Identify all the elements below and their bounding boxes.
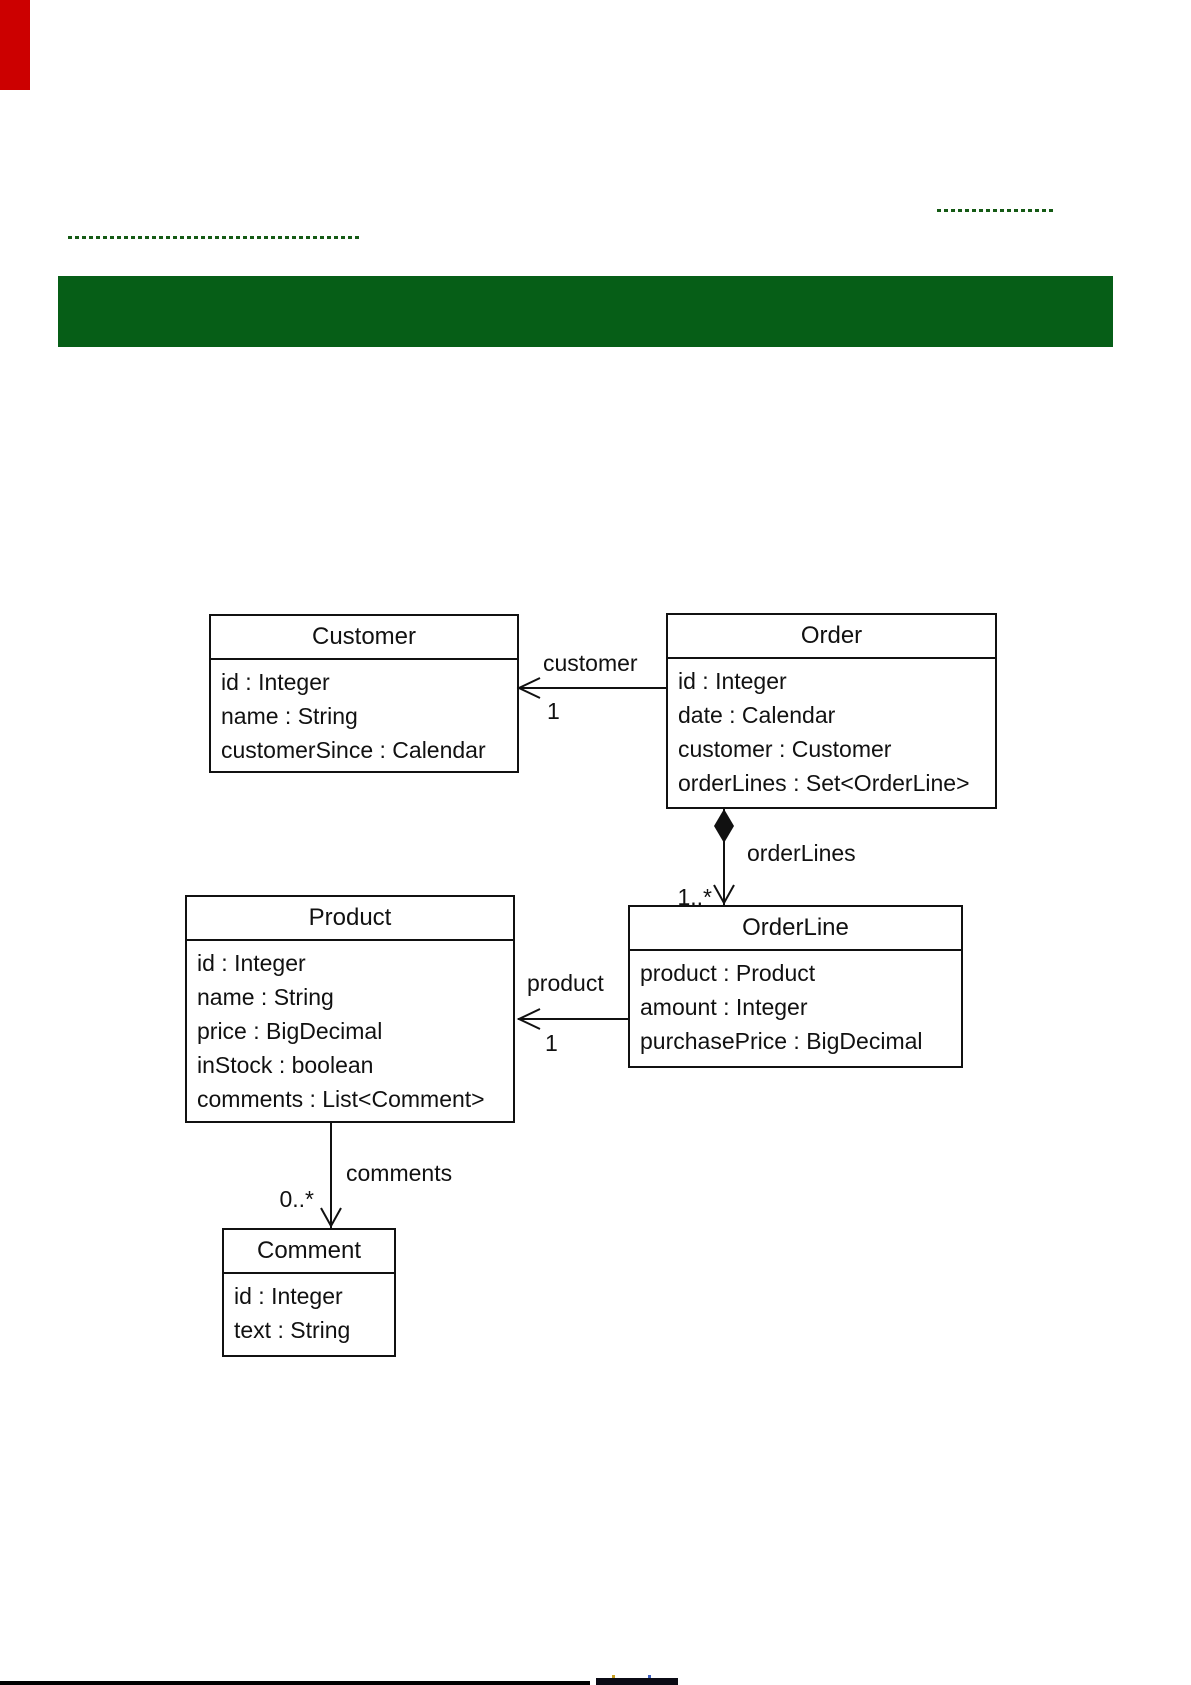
class-attributes: id : Integer name : String price : BigDe…	[187, 941, 513, 1120]
association-label: customer	[543, 650, 638, 676]
dashed-link-underline-left	[68, 236, 360, 239]
open-arrowhead-down-icon	[713, 884, 735, 906]
class-attribute: comments : List<Comment>	[197, 1086, 485, 1112]
class-attribute: name : String	[197, 984, 334, 1010]
class-attribute: purchasePrice : BigDecimal	[640, 1028, 923, 1054]
class-attribute: product : Product	[640, 960, 816, 986]
class-attributes: id : Integer date : Calendar customer : …	[668, 659, 995, 804]
open-arrowhead-icon	[516, 1008, 541, 1030]
dashed-link-underline-right	[937, 209, 1053, 212]
class-title: Product	[187, 897, 513, 941]
class-attribute: customerSince : Calendar	[221, 737, 486, 763]
bottom-rule-left	[0, 1681, 590, 1685]
association-line-comments	[330, 1123, 332, 1228]
association-multiplicity: 0..*	[279, 1186, 314, 1212]
class-attribute: id : Integer	[678, 668, 787, 694]
class-attribute: customer : Customer	[678, 736, 892, 762]
association-label: product	[527, 970, 604, 996]
uml-class-orderline: OrderLine product : Product amount : Int…	[628, 905, 963, 1068]
class-title: Comment	[224, 1230, 394, 1274]
class-attribute: orderLines : Set<OrderLine>	[678, 770, 970, 796]
association-multiplicity: 1	[545, 1030, 558, 1056]
class-attributes: id : Integer name : String customerSince…	[211, 660, 517, 771]
open-arrowhead-icon	[516, 677, 541, 699]
class-attribute: id : Integer	[197, 950, 306, 976]
class-attribute: inStock : boolean	[197, 1052, 374, 1078]
uml-class-customer: Customer id : Integer name : String cust…	[209, 614, 519, 773]
open-arrowhead-down-icon	[320, 1207, 342, 1229]
section-heading-banner	[58, 276, 1113, 347]
association-line-orderlines	[723, 809, 725, 905]
bottom-pixel-artifact	[648, 1675, 651, 1678]
association-multiplicity: 1..*	[677, 884, 712, 910]
uml-class-product: Product id : Integer name : String price…	[185, 895, 515, 1123]
association-label: orderLines	[747, 840, 856, 866]
bottom-rule-right	[596, 1678, 678, 1685]
class-title: OrderLine	[630, 907, 961, 951]
class-attribute: name : String	[221, 703, 358, 729]
class-attribute: id : Integer	[234, 1283, 343, 1309]
class-attribute: price : BigDecimal	[197, 1018, 383, 1044]
association-multiplicity: 1	[547, 698, 560, 724]
class-attribute: date : Calendar	[678, 702, 836, 728]
association-line-customer	[518, 687, 666, 689]
uml-class-comment: Comment id : Integer text : String	[222, 1228, 396, 1357]
class-attribute: amount : Integer	[640, 994, 808, 1020]
class-title: Customer	[211, 616, 517, 660]
red-corner-mark	[0, 0, 30, 90]
class-attribute: text : String	[234, 1317, 351, 1343]
association-label: comments	[346, 1160, 453, 1186]
class-title: Order	[668, 615, 995, 659]
class-attribute: id : Integer	[221, 669, 330, 695]
bottom-pixel-artifact	[612, 1675, 615, 1678]
association-line-product	[518, 1018, 628, 1020]
class-attributes: id : Integer text : String	[224, 1274, 394, 1351]
class-attributes: product : Product amount : Integer purch…	[630, 951, 961, 1062]
uml-class-order: Order id : Integer date : Calendar custo…	[666, 613, 997, 809]
composition-diamond-icon	[714, 809, 734, 843]
